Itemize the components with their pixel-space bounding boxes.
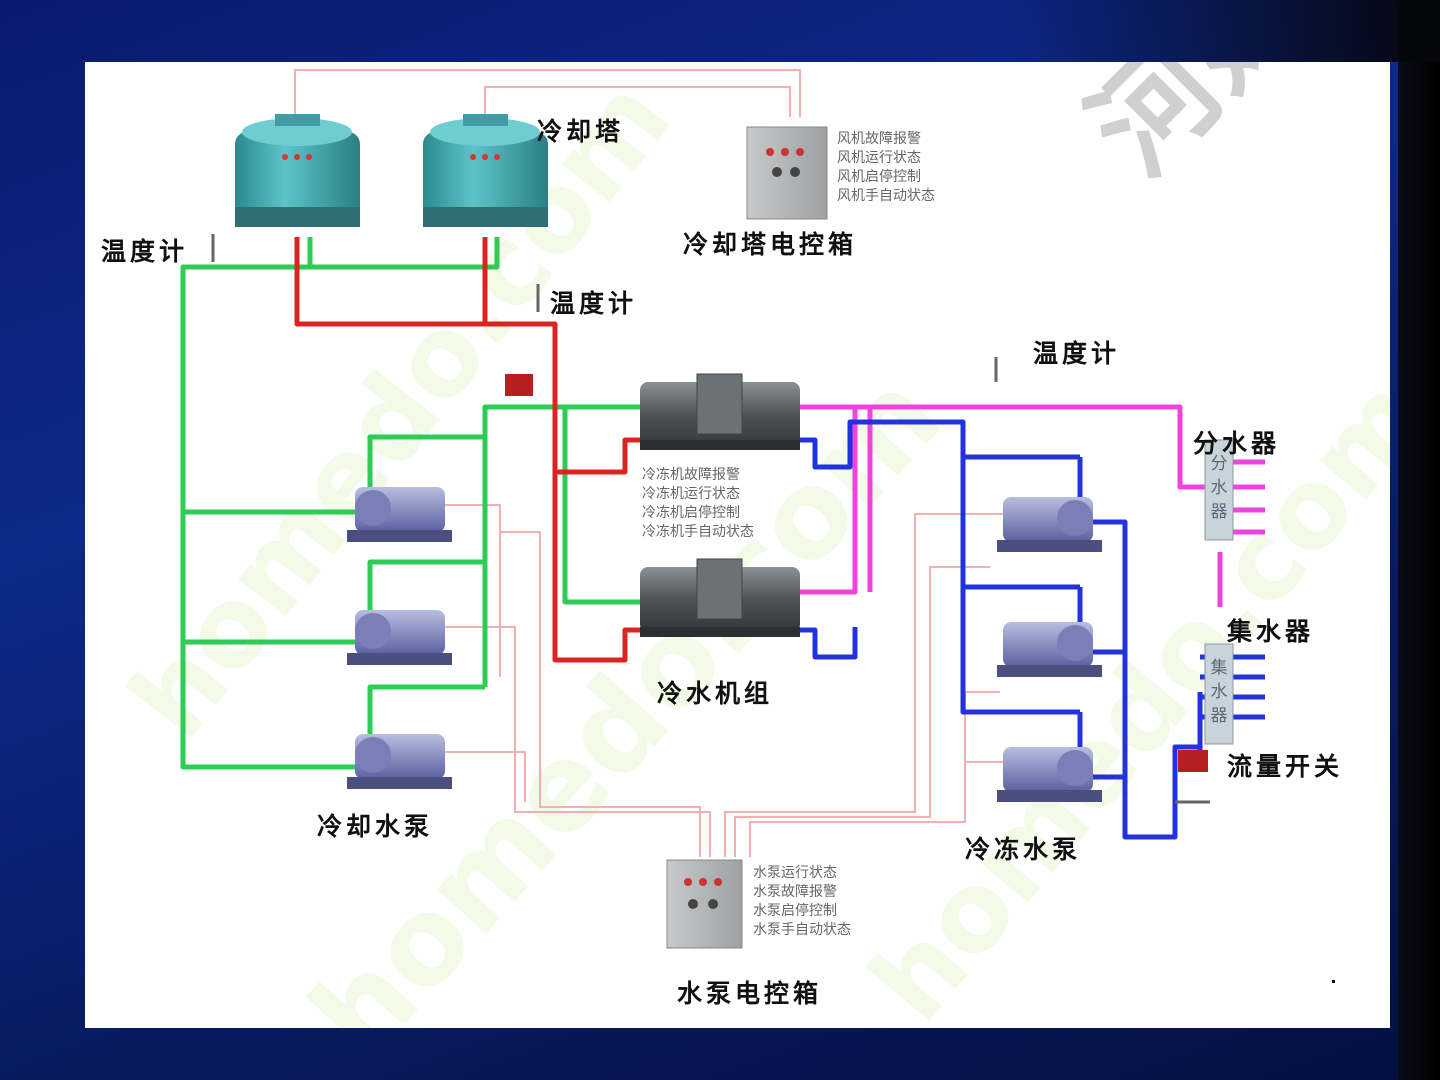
pump-status-item: 水泵故障报警: [753, 884, 837, 900]
collector-tag: 集 水 器: [1210, 658, 1228, 726]
cooling-water-pump-1: [347, 487, 452, 542]
fan-status-item: 风机手自动状态: [837, 188, 935, 204]
stray-dot: [1332, 980, 1335, 983]
fan-status-item: 风机故障报警: [837, 131, 921, 147]
flow-switch-valve-1: [505, 374, 533, 396]
thermometer-label-3: 温度计: [1033, 339, 1121, 368]
chilled-water-pump-label: 冷冻水泵: [965, 835, 1082, 864]
water-collector-label: 集水器: [1227, 617, 1315, 646]
pump-panel-label: 水泵电控箱: [677, 979, 823, 1008]
flow-switch-label: 流量开关: [1227, 752, 1344, 781]
right-dark-edge: [1398, 0, 1440, 1080]
top-right-dark-edge: [1010, 0, 1440, 62]
fan-status-item: 风机运行状态: [837, 150, 921, 166]
chilled-supply-pipes: [800, 404, 1265, 607]
cooling-tower-2: [423, 114, 548, 227]
chiller-status-item: 冷冻机手自动状态: [642, 524, 754, 540]
cooling-supply-pipes: [180, 237, 645, 770]
cooling-tower-1: [235, 114, 360, 227]
cooling-return-pipes: [294, 237, 645, 663]
chilled-water-pump-2: [997, 622, 1102, 677]
pump-status-item: 水泵手自动状态: [753, 922, 851, 938]
diagram-canvas: homedo.com homedo.com homedo.com 河姆渡: [85, 62, 1390, 1028]
pump-status-item: 水泵运行状态: [753, 865, 837, 881]
water-collector-body: [1204, 643, 1234, 745]
water-distributor-body: [1204, 439, 1234, 541]
cooling-water-pump-label: 冷却水泵: [317, 812, 434, 841]
pump-status-item: 水泵启停控制: [753, 903, 837, 919]
thermometer-probes: [211, 234, 1210, 804]
cooling-water-pump-2: [347, 610, 452, 665]
flow-switch-valve-2: [1178, 750, 1208, 772]
cooling-water-pump-3: [347, 734, 452, 789]
cooling-tower-panel-cabinet: [746, 126, 828, 220]
chilled-water-pump-3: [997, 747, 1102, 802]
cooling-tower-label: 冷却塔: [537, 117, 625, 146]
chiller-status-list: 冷冻机故障报警 冷冻机运行状态 冷冻机启停控制 冷冻机手自动状态: [642, 466, 754, 542]
chiller-2: [640, 558, 800, 637]
pump-status-list: 水泵运行状态 水泵故障报警 水泵启停控制 水泵手自动状态: [753, 864, 851, 940]
fan-status-list: 风机故障报警 风机运行状态 风机启停控制 风机手自动状态: [837, 130, 935, 206]
fan-status-item: 风机启停控制: [837, 169, 921, 185]
thermometer-label-1: 温度计: [101, 237, 189, 266]
chiller-unit-label: 冷水机组: [657, 679, 774, 708]
chilled-water-pump-1: [997, 497, 1102, 552]
distributor-tag: 分 水 器: [1210, 454, 1228, 522]
chiller-status-item: 冷冻机运行状态: [642, 486, 740, 502]
water-distributor-label: 分水器: [1193, 429, 1281, 458]
chiller-1: [640, 373, 800, 450]
pump-panel-cabinet: [666, 859, 743, 949]
cooling-tower-panel-label: 冷却塔电控箱: [683, 230, 858, 259]
signal-wires: [294, 69, 1085, 857]
chiller-status-item: 冷冻机故障报警: [642, 467, 740, 483]
thermometer-label-2: 温度计: [550, 289, 638, 318]
piping-diagram: [180, 69, 1265, 949]
chiller-status-item: 冷冻机启停控制: [642, 505, 740, 521]
